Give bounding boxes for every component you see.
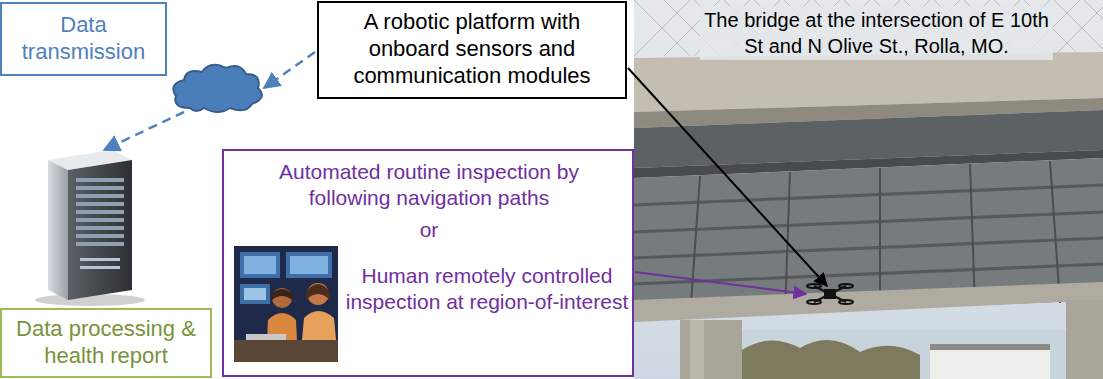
platform-box: A robotic platform with onboard sensors … xyxy=(317,1,627,99)
transmission-box: Data transmission xyxy=(0,2,167,76)
node-text: Human remotely controlled inspection at … xyxy=(342,263,632,314)
operators-clipart xyxy=(234,246,338,362)
node-text: or xyxy=(374,217,484,243)
node-text: Data transmission xyxy=(8,12,159,66)
network-cloud xyxy=(173,65,262,112)
report-box: Data processing & health report xyxy=(0,308,212,378)
inspection-box: Automated routine inspection by followin… xyxy=(222,149,634,377)
node-text: Automated routine inspection by followin… xyxy=(264,159,594,210)
photo-caption: The bridge at the intersection of E 10th… xyxy=(700,6,1053,60)
server-icon xyxy=(35,150,145,306)
node-text: Data processing & health report xyxy=(8,316,204,370)
bridge-photo xyxy=(634,0,1103,379)
leader-arrow xyxy=(628,68,827,286)
data-flow-arrow xyxy=(104,52,315,150)
node-text: A robotic platform with onboard sensors … xyxy=(325,9,619,89)
drone xyxy=(807,284,853,304)
leader-arrow xyxy=(635,272,806,294)
